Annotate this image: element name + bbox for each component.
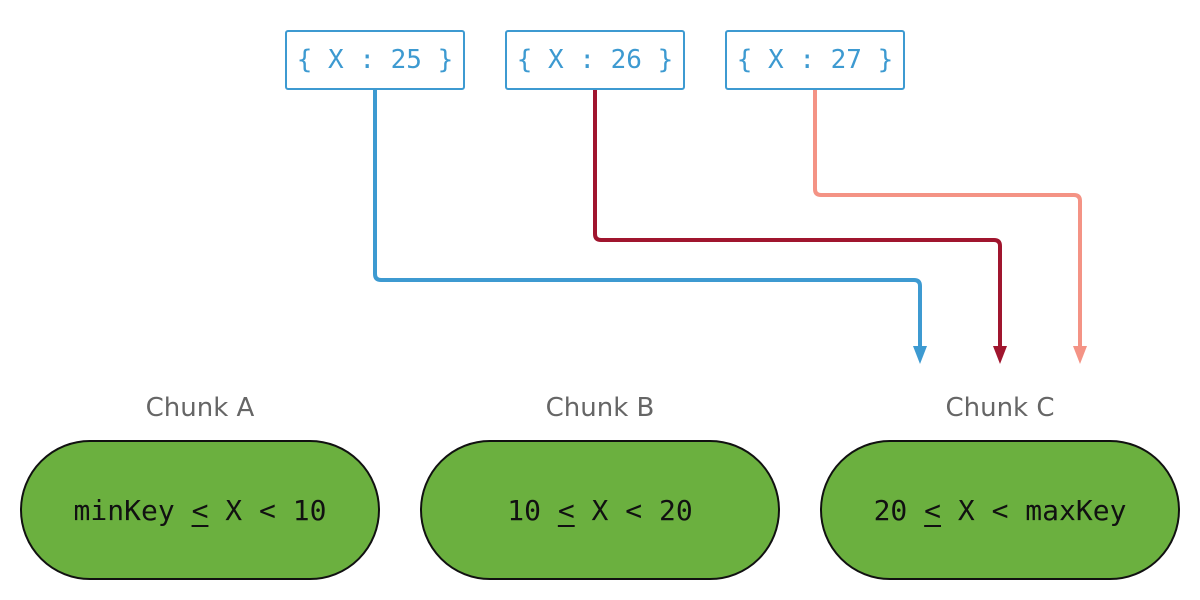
chunk-a-label: Chunk A bbox=[145, 393, 255, 423]
arrow-x27 bbox=[813, 90, 1082, 350]
chunk-a-range: minKey < X < 10 bbox=[20, 440, 380, 580]
document-x26: { X : 26 } bbox=[505, 30, 685, 90]
document-x27: { X : 27 } bbox=[725, 30, 905, 90]
chunk-b-range: 10 < X < 20 bbox=[420, 440, 780, 580]
arrowhead-x25 bbox=[913, 346, 927, 364]
chunk-c-label: Chunk C bbox=[945, 393, 1055, 423]
leq-symbol: < bbox=[557, 493, 575, 527]
chunk-a-range-start: minKey bbox=[73, 493, 192, 527]
document-x25: { X : 25 } bbox=[285, 30, 465, 90]
arrowhead-x27 bbox=[1073, 346, 1087, 364]
chunk-c-range-end: X < maxKey bbox=[941, 493, 1127, 527]
chunk-c-range-start: 20 bbox=[873, 493, 925, 527]
leq-symbol: < bbox=[191, 493, 209, 527]
arrow-x26 bbox=[593, 90, 1002, 350]
chunk-a-range-end: X < 10 bbox=[208, 493, 327, 527]
arrowhead-x26 bbox=[993, 346, 1007, 364]
arrow-x25 bbox=[373, 90, 922, 350]
chunk-b-label: Chunk B bbox=[545, 393, 655, 423]
chunk-b-range-start: 10 bbox=[507, 493, 558, 527]
leq-symbol: < bbox=[924, 493, 941, 527]
chunk-c-range: 20 < X < maxKey bbox=[820, 440, 1180, 580]
chunk-b-range-end: X < 20 bbox=[574, 493, 693, 527]
